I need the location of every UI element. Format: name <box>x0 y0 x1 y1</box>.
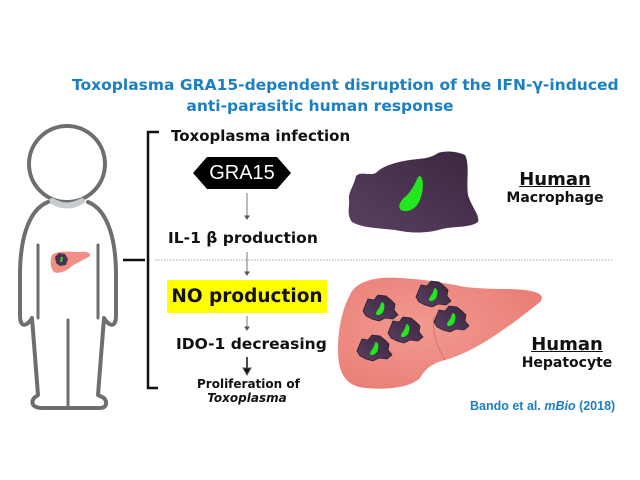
parasite-icon <box>399 176 423 212</box>
il1-label: IL-1 β production <box>168 229 318 247</box>
outcome-line2: Toxoplasma <box>207 391 287 405</box>
infection-label: Toxoplasma infection <box>171 127 351 145</box>
macrophage-type: Macrophage <box>506 190 604 206</box>
hepatocyte-label: Human Hepatocyte <box>517 334 617 371</box>
outcome-label: Proliferation of Toxoplasma <box>197 377 300 405</box>
diagram-title-line2: anti-parasitic human response <box>186 97 454 115</box>
citation: Bando et al. mBio (2018) <box>470 399 615 413</box>
liver-icon <box>338 277 542 389</box>
no-production-label: NO production <box>171 286 323 307</box>
gra15-label: GRA15 <box>209 162 275 184</box>
gra15-hexagon <box>193 157 291 189</box>
ido-label: IDO-1 decreasing <box>176 335 327 353</box>
mini-liver-icon <box>50 251 91 273</box>
citation-authors: Bando et al. <box>470 399 541 413</box>
macrophage-label: Human Macrophage <box>500 169 610 206</box>
hepatocyte-type: Hepatocyte <box>521 355 613 371</box>
diagram-title-line1: Toxoplasma GRA15-dependent disruption of… <box>72 76 619 94</box>
hepatocyte-species: Human <box>531 334 603 355</box>
outcome-line1: Proliferation of <box>197 377 300 391</box>
macrophage-icon <box>348 151 479 233</box>
bracket <box>123 130 159 390</box>
gra15-box: GRA15 <box>193 157 291 189</box>
citation-journal: mBio <box>544 399 576 413</box>
human-figure-icon <box>18 124 118 410</box>
no-production-highlight: NO production <box>167 280 327 313</box>
citation-year: (2018) <box>579 399 616 413</box>
pathway-arrows <box>242 193 252 377</box>
macrophage-species: Human <box>519 169 591 190</box>
